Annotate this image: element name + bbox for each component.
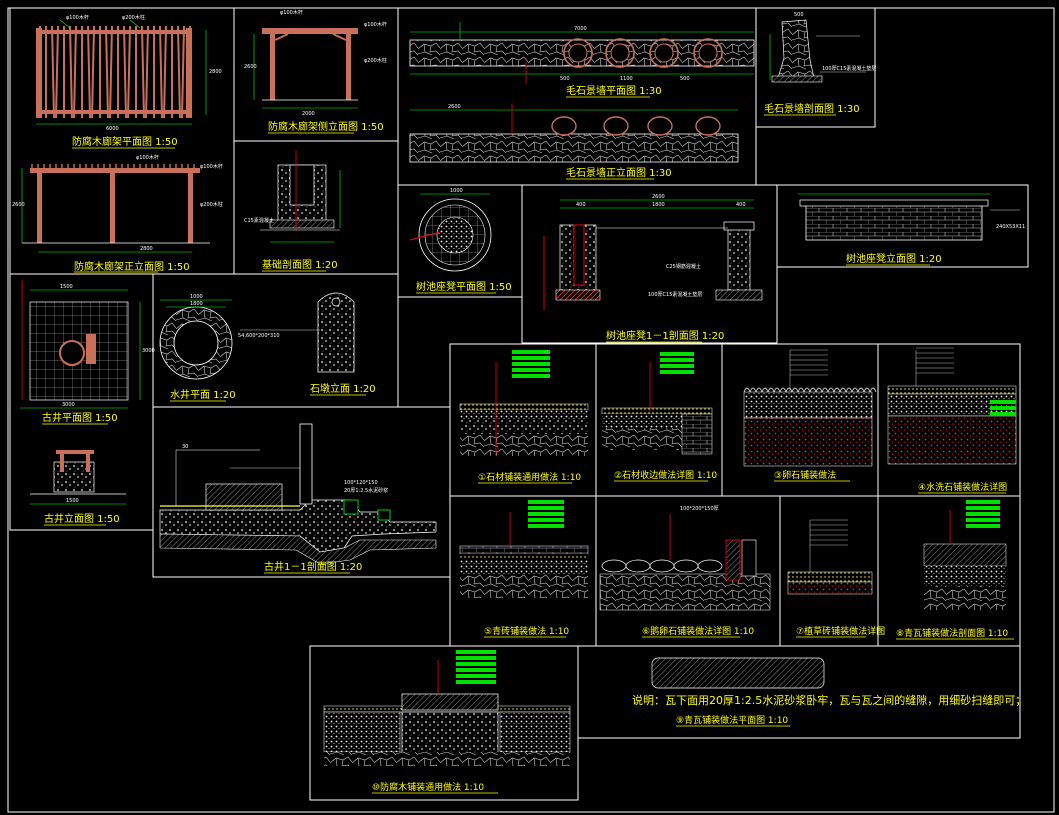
tree-bench-plan-dim: 1000 bbox=[450, 188, 463, 194]
paving-detail-6: 100*200*150厚 ⑥鹅卵石铺装做法详图 1:10 bbox=[599, 506, 771, 638]
svg-text:30: 30 bbox=[182, 444, 188, 450]
svg-text:100*200*150厚: 100*200*150厚 bbox=[680, 506, 719, 512]
tree-bench-plan-drawing: 1000 树池座凳平面图 1:50 bbox=[409, 188, 512, 294]
paving-detail-3-caption: ③卵石铺装做法 bbox=[774, 469, 836, 481]
pergola-side-dim-span: 2000 bbox=[302, 111, 315, 117]
well-plan-dim-c: 3000 bbox=[62, 402, 75, 408]
pergola-plan-dim-post: φ200木柱 bbox=[122, 14, 145, 21]
tree-bench-section-dim-b: 1800 bbox=[652, 202, 665, 208]
stone-pier-elevation-drawing: 54,600*200*310 石墩立面 1:20 bbox=[238, 292, 376, 396]
stone-wall-section-note: 100厚C15素混凝土垫层 bbox=[822, 65, 876, 72]
stone-wall-elevation-drawing: 2600 毛石景墙正立面图 1:30 bbox=[409, 104, 739, 180]
tree-bench-section-dim-c: 400 bbox=[736, 202, 746, 208]
svg-text:C15素混凝土: C15素混凝土 bbox=[244, 217, 274, 224]
well-section-dim-b: 20厚1:2.5水泥砂浆 bbox=[344, 487, 388, 494]
tree-bench-section-caption: 树池座凳1－1剖面图 1:20 bbox=[606, 329, 724, 342]
well-plan-dim-b: 3000 bbox=[142, 348, 155, 354]
paving-detail-5-caption: ⑤青砖铺装做法 1:10 bbox=[484, 625, 569, 637]
tree-bench-plan-caption: 树池座凳平面图 1:50 bbox=[416, 280, 512, 293]
tree-bench-section-concrete: C25钢筋混凝土 bbox=[666, 263, 701, 270]
pergola-side-dim-post: φ200木柱 bbox=[364, 57, 387, 64]
paving-detail-2: ②石材收边做法详图 1:10 bbox=[601, 352, 717, 482]
paving-detail-7-caption: ⑦植草砖铺装做法详图 bbox=[796, 625, 885, 637]
well-elev-dim: 1500 bbox=[66, 498, 79, 504]
stone-wall-plan-dim-length: 7000 bbox=[574, 26, 587, 32]
stone-wall-plan-drawing: 7000 500 1100 500 毛石景墙平面图 1:30 bbox=[409, 22, 755, 98]
stone-wall-section-dim: 500 bbox=[794, 12, 804, 18]
well-elev-caption: 古井立面图 1:50 bbox=[44, 512, 120, 525]
pergola-plan-drawing: φ100木杆 φ200木柱 6000 2800 防腐木廊架平面图 1:50 bbox=[36, 14, 222, 149]
paving-detail-8: ⑧青瓦铺装做法剖面图 1:10 bbox=[896, 500, 1014, 640]
stone-wall-section-drawing: 500 100厚C15素混凝土垫层 毛石景墙剖面图 1:30 bbox=[764, 12, 876, 116]
tile-plan-drawing: 说明：瓦下面用20厚1:2.5水泥砂浆卧牢，瓦与瓦之间的缝隙，用细砂扫缝即可； … bbox=[632, 657, 1026, 727]
pergola-front-dim-height: 2600 bbox=[12, 202, 25, 208]
pergola-front-dim-post: φ200木柱 bbox=[200, 201, 223, 208]
paving-detail-5: ⑤青砖铺装做法 1:10 bbox=[459, 500, 589, 638]
tree-bench-section-dim-total: 2600 bbox=[652, 194, 665, 200]
paving-detail-8-caption: ⑧青瓦铺装做法剖面图 1:10 bbox=[896, 627, 1008, 639]
pergola-plan-caption: 防腐木廊架平面图 1:50 bbox=[72, 135, 178, 148]
paving-detail-1: ①石材铺装通用做法 1:10 bbox=[459, 350, 589, 484]
water-well-caption: 水井平面 1:20 bbox=[170, 388, 236, 401]
water-well-plan-drawing: 1000 1800 水井平面 1:20 bbox=[159, 294, 236, 402]
water-well-dim-b: 1800 bbox=[190, 301, 203, 307]
stone-wall-elev-dim: 2600 bbox=[448, 104, 461, 110]
well-section-caption: 古井1－1剖面图 1:20 bbox=[264, 560, 362, 573]
wood-deck-caption: ⑩防腐木铺装通用做法 1:10 bbox=[372, 781, 484, 793]
wood-deck-detail-drawing: ⑩防腐木铺装通用做法 1:10 bbox=[323, 650, 571, 794]
tile-plan-caption: ⑨青瓦铺装做法平面图 1:10 bbox=[676, 714, 788, 726]
stone-wall-plan-dim-b: 1100 bbox=[620, 76, 633, 82]
paving-detail-3: ③卵石铺装做法 bbox=[743, 349, 877, 482]
paving-detail-2-caption: ②石材收边做法详图 1:10 bbox=[614, 469, 717, 481]
stone-wall-plan-caption: 毛石景墙平面图 1:30 bbox=[566, 84, 662, 97]
well-plan-drawing: 1500 3000 3000 古井平面图 1:50 bbox=[20, 280, 155, 425]
well-section-drawing: 30 100*120*150 20厚1:2.5水泥砂浆 古井1－1剖面图 1:2… bbox=[159, 423, 437, 574]
water-well-dim-a: 1000 bbox=[190, 294, 203, 300]
foundation-section-drawing: C15素混凝土 基础剖面图 1:20 bbox=[244, 150, 341, 272]
stone-wall-plan-dim-a: 500 bbox=[560, 76, 570, 82]
tree-bench-elev-dim: 240X53X11 bbox=[996, 224, 1025, 230]
pergola-front-dim-span: 2800 bbox=[140, 246, 153, 252]
well-elevation-drawing: 1500 古井立面图 1:50 bbox=[30, 450, 126, 526]
paving-detail-4: ④水洗石铺装做法详图 bbox=[887, 347, 1017, 494]
tree-bench-section-base: 100厚C15素混凝土垫层 bbox=[648, 291, 702, 298]
pergola-side-dim-rod: φ100木杆 bbox=[280, 9, 303, 16]
pergola-front-caption: 防腐木廊架正立面图 1:50 bbox=[74, 260, 190, 273]
tree-bench-elevation-drawing: 240X53X11 树池座凳立面图 1:20 bbox=[798, 193, 1025, 266]
pergola-side-drawing: φ100木杆 φ100木杆 φ200木柱 2600 2000 防腐木廊架侧立面图… bbox=[244, 9, 387, 134]
pergola-side-dim-rod2: φ100木杆 bbox=[364, 21, 387, 28]
stone-wall-elev-caption: 毛石景墙正立面图 1:30 bbox=[566, 166, 672, 179]
stone-wall-plan-dim-c: 500 bbox=[680, 76, 690, 82]
tile-plan-note: 说明：瓦下面用20厚1:2.5水泥砂浆卧牢，瓦与瓦之间的缝隙，用细砂扫缝即可； bbox=[632, 693, 1026, 707]
well-plan-dim-a: 1500 bbox=[60, 284, 73, 290]
pergola-plan-dim-rod: φ100木杆 bbox=[66, 14, 89, 21]
foundation-caption: 基础剖面图 1:20 bbox=[262, 258, 338, 271]
pergola-plan-dim-width: 2800 bbox=[209, 69, 222, 75]
pergola-front-dim-rod: φ100木杆 bbox=[136, 154, 159, 161]
pergola-side-caption: 防腐木廊架侧立面图 1:50 bbox=[268, 120, 384, 133]
well-section-dim-a: 100*120*150 bbox=[344, 480, 378, 486]
pergola-front-dim-rod2: φ100木杆 bbox=[200, 163, 223, 170]
pergola-front-drawing: φ100木杆 φ100木杆 φ200木柱 2600 2800 防腐木廊架正立面图… bbox=[12, 154, 223, 273]
stone-pier-caption: 石墩立面 1:20 bbox=[310, 382, 376, 395]
paving-detail-6-caption: ⑥鹅卵石铺装做法详图 1:10 bbox=[642, 625, 754, 637]
pergola-plan-dim-length: 6000 bbox=[106, 126, 119, 132]
stone-pier-dim: 54,600*200*310 bbox=[238, 333, 280, 339]
tree-bench-section-dim-a: 400 bbox=[576, 202, 586, 208]
panel-grid bbox=[9, 7, 1029, 801]
well-plan-caption: 古井平面图 1:50 bbox=[42, 411, 118, 424]
tree-bench-section-drawing: 2600 400 1800 400 C25钢筋混凝土 100厚C15素混凝土垫层… bbox=[543, 194, 763, 343]
stone-wall-section-caption: 毛石景墙剖面图 1:30 bbox=[764, 102, 860, 115]
paving-detail-1-caption: ①石材铺装通用做法 1:10 bbox=[478, 471, 581, 483]
paving-detail-4-caption: ④水洗石铺装做法详图 bbox=[918, 481, 1007, 493]
paving-detail-7: ⑦植草砖铺装做法详图 bbox=[787, 519, 885, 638]
pergola-side-dim-height: 2600 bbox=[244, 64, 257, 70]
tree-bench-elev-caption: 树池座凳立面图 1:20 bbox=[846, 252, 942, 265]
